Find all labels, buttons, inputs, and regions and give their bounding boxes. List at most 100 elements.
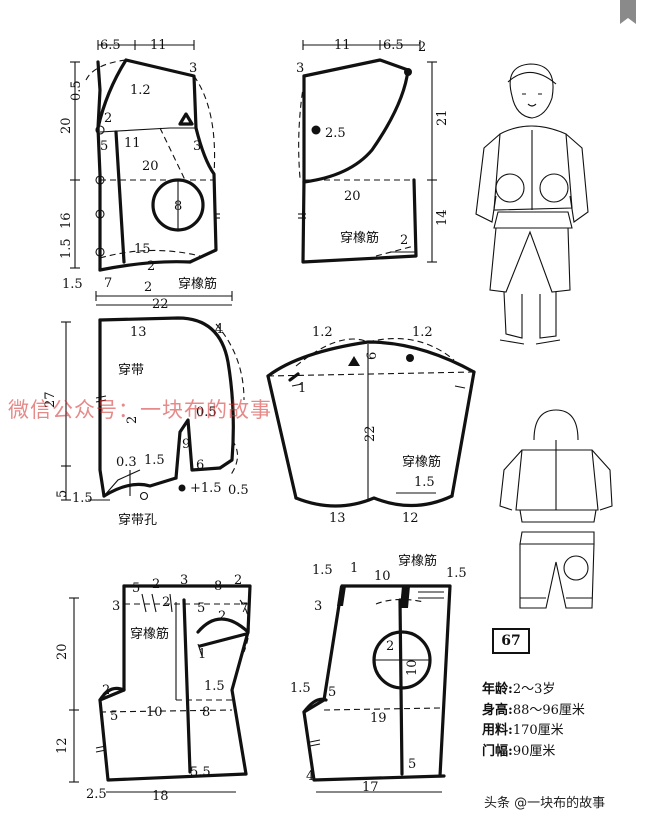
source-credit: 头条 @一块布的故事 [484,796,606,811]
dim-label: 20 [344,189,361,204]
spec-label: 身高: [482,702,513,718]
front-trouser-piece [302,584,452,793]
back-bodice-dims: 11 6.5 2 3 2.5 21 20 14 穿橡筋 2 [296,38,450,248]
elastic-label: 穿橡筋 [130,626,169,642]
front-bodice-piece [70,40,220,272]
spec-value: 90厘米 [512,743,556,759]
dim-label: 0.5 [69,80,84,101]
dim-label: 2 [144,280,152,295]
dim-label: 4 [306,769,314,784]
dim-label: 1.5 [72,491,93,506]
dim-label: 21 [435,109,450,126]
dim-label: 12 [55,737,70,754]
dim-label: 1.5 [62,277,83,292]
front-trouser-dims: 1.5 1 10 穿橡筋 1.5 3 2 10 1.5 5 19 4 5 17 [290,553,467,795]
dim-label: 2 [147,259,155,274]
dim-label: 1.5 [414,475,435,490]
dim-label: 9 [182,437,190,452]
dim-label: 20 [142,159,159,174]
hoodie-illustration [499,409,613,523]
dim-label: 5 [100,139,108,154]
elastic-label: 穿橡筋 [178,276,217,292]
dim-label: 0.5 [228,483,249,498]
dim-label: 8 [174,199,182,214]
dim-label: 6.5 [100,38,121,53]
dim-label: 2.5 [325,126,346,141]
pattern-number-badge: 67 [492,628,530,654]
dim-label: 3 [112,599,120,614]
dim-label: 1.2 [412,325,433,340]
dim-label: 7 [240,601,248,616]
dim-label: 1 [198,647,206,662]
dim-label: 3 [180,573,188,588]
spec-value: 88～96厘米 [512,702,585,718]
dim-label: 3 [193,139,201,154]
dim-label: 2 [152,577,160,592]
dim-label: 2 [162,595,170,610]
spec-value: 170厘米 [512,723,564,738]
tie-hole-label: 穿带孔 [118,512,157,528]
elastic-label: 穿橡筋 [398,553,437,569]
dim-label: 3 [314,599,322,614]
dim-label: 22 [363,425,378,442]
dim-label: 5.5 [190,765,211,780]
elastic-label: 穿橡筋 [402,454,441,470]
dim-label: 14 [435,209,450,226]
spec-value: 2～3岁 [512,682,556,697]
child-figure-illustration [475,63,589,345]
dim-label: 3 [189,61,197,76]
dim-label: 2 [104,111,112,126]
dim-label: 15 [134,242,151,257]
spec-row-height: 身高:88～96厘米 [482,701,585,722]
dim-label: 1.2 [312,325,333,340]
dim-label: 11 [124,136,141,151]
tie-label: 穿带 [118,362,144,378]
dim-label: 16 [59,212,74,229]
dim-label: 2.5 [86,787,107,802]
spec-row-width: 门幅:90厘米 [482,742,585,763]
dim-label: 6.5 [383,38,404,53]
dim-label: 2 [218,609,226,624]
hood-dims: 13 27 穿带 2 0.5 0.3 1.5 6 9 +1.5 0.5 5 1.… [43,322,249,528]
dim-label: 0.3 [116,455,137,470]
dim-label: 27 [43,391,58,408]
dim-label: 1.5 [144,453,165,468]
dim-label: 0.5 [196,405,217,420]
dim-label: 5 [110,709,118,724]
dim-label: +1.5 [190,481,222,496]
dim-label: 1.5 [204,679,225,694]
sleeve-dims: 1.2 1.2 1 6 22 穿橡筋 1.5 13 12 [298,325,441,526]
dim-label: 18 [152,789,169,804]
dim-label: 2 [386,639,394,654]
dim-label: 2 [234,573,242,588]
dim-label: 12 [402,511,419,526]
dim-label: 1.5 [59,238,74,259]
dim-label: 5 [328,685,336,700]
dim-label: 6 [365,352,380,360]
elastic-label: 穿橡筋 [340,230,379,246]
spec-row-age: 年龄:2～3岁 [482,680,585,701]
dim-label: 10 [374,569,391,584]
dim-label: 2 [102,683,110,698]
dim-label: 5 [197,601,205,616]
dim-label: 5 [408,757,416,772]
dim-label: 6 [196,458,204,473]
dim-label: 10 [405,659,420,676]
dim-label: 13 [130,325,147,340]
corner-bookmark-icon [620,0,636,24]
dim-label: 3 [296,61,304,76]
spec-label: 用料: [482,723,513,738]
front-bodice-dims: 6.5 11 1.2 0.5 3 2 20 5 11 3 20 16 8 15 … [59,38,233,312]
watermark-text: 微信公众号：一块布的故事 [8,398,272,422]
dim-label: 7 [104,276,112,291]
dim-label: 5 [132,581,140,596]
dim-label: 11 [334,38,351,53]
sleeve-piece [266,338,476,508]
dim-label: 8 [202,705,210,720]
dim-label: 11 [150,38,167,53]
dim-label: 1.2 [130,83,151,98]
hood-piece [61,304,245,501]
dim-label: 1 [350,561,358,576]
dim-label: 20 [59,117,74,134]
